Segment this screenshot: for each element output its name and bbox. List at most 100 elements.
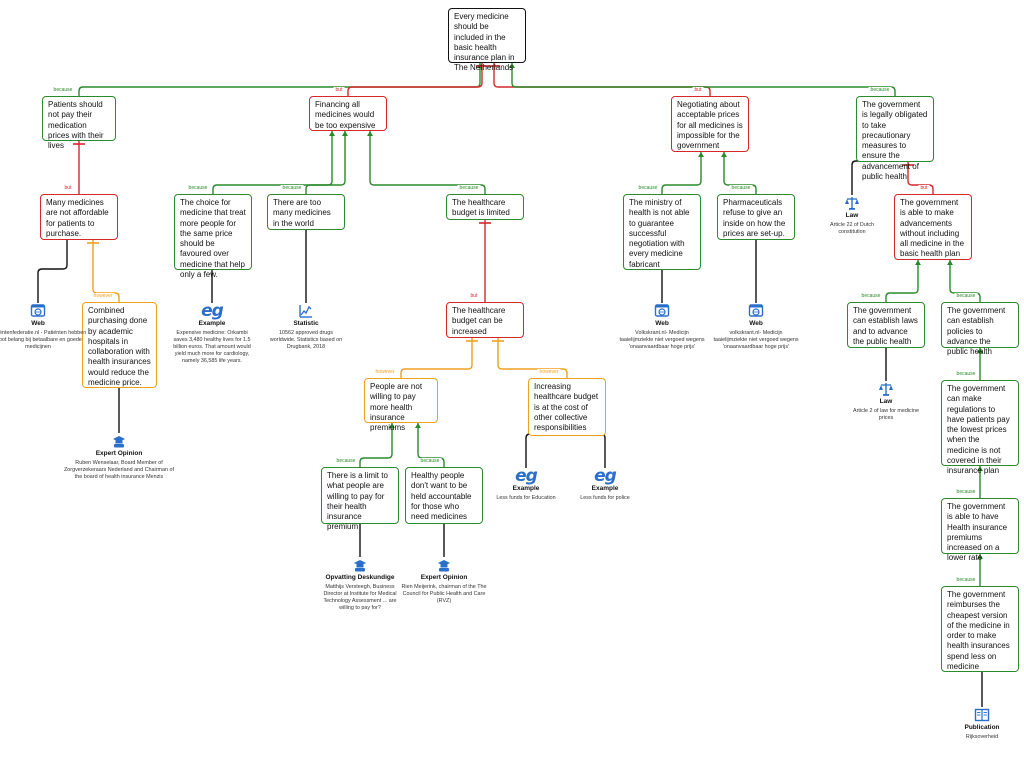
node-n-cost-other[interactable]: Increasing healthcare budget is at the c… <box>528 378 606 436</box>
node-root[interactable]: Every medicine should be included in the… <box>448 8 526 72</box>
node-n-choice[interactable]: The choice for medicine that treat more … <box>174 194 252 279</box>
label-but: but <box>333 87 345 93</box>
statistic-icon <box>299 305 312 318</box>
node-n-not-affordable[interactable]: Many medicines are not affordable for pa… <box>40 194 118 240</box>
connector-line <box>511 63 896 96</box>
source-type: Web <box>31 320 45 327</box>
node-n-combined[interactable]: Combined purchasing done by academic hos… <box>82 302 157 388</box>
label-however: however <box>373 369 397 375</box>
source-desc: Less funds for Education <box>496 495 556 501</box>
arrowhead <box>329 131 335 136</box>
connector-line <box>497 338 568 378</box>
source-desc: Ruben Wenselaar, Board Member of Zorgver… <box>64 460 174 480</box>
connector-line <box>78 63 481 96</box>
source-desc: Patiëntenfederatie.nl - Patiënten hebben… <box>0 330 87 350</box>
source-desc: Expensive medicine: Orkambi saves 3,480 … <box>173 330 251 364</box>
label-because: because <box>954 293 978 299</box>
source-desc: Article 2 of law for medicine prices <box>853 408 919 421</box>
node-n-too-many[interactable]: There are too many medicines in the worl… <box>267 194 345 230</box>
label-however: however <box>91 293 115 299</box>
source-example[interactable]: eg Example Expensive medicine: Orkambi s… <box>169 303 255 365</box>
source-example[interactable]: eg Example Less funds for Education <box>491 468 561 502</box>
node-n-policies[interactable]: The government can establish policies to… <box>941 302 1019 356</box>
source-example[interactable]: eg Example Less funds for police <box>570 468 640 502</box>
node-n-laws[interactable]: The government can establish laws and to… <box>847 302 925 348</box>
law-icon <box>879 383 893 396</box>
arrowhead <box>509 63 515 68</box>
source-web[interactable]: Web volkskrant.nl- Medicijn taaielijmzie… <box>713 303 799 351</box>
source-opvatting-deskundige[interactable]: Opvatting Deskundige Matthijs Versteegh,… <box>320 557 400 612</box>
arrowhead <box>947 260 953 265</box>
label-however: however <box>537 369 561 375</box>
label-because: because <box>51 87 75 93</box>
web-icon <box>748 304 764 317</box>
node-n-ministry[interactable]: The ministry of health is not able to gu… <box>623 194 701 270</box>
source-type: Law <box>879 398 893 405</box>
source-publication[interactable]: Publication Rijksoverheid <box>947 707 1017 741</box>
label-but: but <box>62 185 74 191</box>
arrowhead <box>977 554 983 559</box>
arrowhead <box>977 348 983 353</box>
source-type: Example <box>512 485 540 492</box>
source-desc: volkskrant.nl- Medicijn taaielijmziekte … <box>713 330 799 350</box>
node-n-healthy[interactable]: Healthy people don't want to be held acc… <box>405 467 483 524</box>
eg-icon: eg <box>594 466 617 486</box>
node-n-pharma[interactable]: Pharmaceuticals refuse to give an inside… <box>717 194 795 240</box>
source-type: Statistic <box>293 320 319 327</box>
node-n-reimburse[interactable]: The government reimburses the cheapest v… <box>941 586 1019 672</box>
eg-icon: eg <box>515 466 538 486</box>
expert-icon <box>113 436 125 448</box>
connector-line <box>493 63 711 96</box>
source-desc: Matthijs Versteegh, Business Director at… <box>323 584 397 611</box>
source-type: Publication <box>964 724 1000 731</box>
node-n-gov-legal[interactable]: The government is legally obligated to t… <box>856 96 934 181</box>
source-law[interactable]: Law Article 2 of law for medicine prices <box>851 381 921 422</box>
connector-line <box>305 131 346 194</box>
connector-line <box>369 131 486 194</box>
expert-icon <box>354 560 366 572</box>
node-n-limit[interactable]: There is a limit to what people are will… <box>321 467 399 531</box>
node-n-negotiating[interactable]: Negotiating about acceptable prices for … <box>671 96 749 152</box>
arrowhead <box>389 423 395 428</box>
source-type: Expert Opinion <box>420 574 468 581</box>
source-expert-opinion[interactable]: Expert Opinion Rien Meijerink, chairman … <box>401 557 487 605</box>
source-statistic[interactable]: Statistic 10562 approved drugs worldwide… <box>268 303 344 351</box>
node-n-budget-increased[interactable]: The healthcare budget can be increased <box>446 302 524 338</box>
source-type: Web <box>655 320 669 327</box>
node-n-financing[interactable]: Financing all medicines would be too exp… <box>309 96 387 131</box>
source-desc: Less funds for police <box>580 495 630 501</box>
connector-line <box>885 260 919 302</box>
source-law[interactable]: Law Article 22 of Dutch constitution <box>817 195 887 236</box>
source-type: Web <box>749 320 763 327</box>
source-desc: Article 22 of Dutch constitution <box>829 222 875 235</box>
source-expert-opinion[interactable]: Expert Opinion Ruben Wenselaar, Board Me… <box>64 433 174 481</box>
label-because: because <box>868 87 892 93</box>
arrowhead <box>977 466 983 471</box>
source-desc: Volkskrant.nl- Medicijn taaielijmziekte … <box>619 330 705 350</box>
node-n-gov-advance[interactable]: The government is able to make advanceme… <box>894 194 972 260</box>
source-type: Law <box>845 212 859 219</box>
label-but: but <box>918 185 930 191</box>
node-n-not-willing[interactable]: People are not willing to pay more healt… <box>364 378 438 432</box>
label-because: because <box>729 185 753 191</box>
publication-icon <box>974 708 990 722</box>
source-web[interactable]: Web Patiëntenfederatie.nl - Patiënten he… <box>0 303 93 351</box>
source-type: Example <box>198 320 226 327</box>
label-but: but <box>692 87 704 93</box>
source-type: Opvatting Deskundige <box>325 574 395 581</box>
node-n-prices[interactable]: Patients should not pay their medication… <box>42 96 116 150</box>
connector-line <box>400 338 473 378</box>
source-web[interactable]: Web Volkskrant.nl- Medicijn taaielijmzie… <box>619 303 705 351</box>
node-n-regulations[interactable]: The government can make regulations to h… <box>941 380 1019 475</box>
node-n-budget-limited[interactable]: The healthcare budget is limited <box>446 194 524 220</box>
label-because: because <box>280 185 304 191</box>
source-connector-line <box>37 240 68 303</box>
label-because: because <box>334 458 358 464</box>
arrowhead <box>915 260 921 265</box>
arrowhead <box>721 152 727 157</box>
label-but: but <box>468 293 480 299</box>
node-n-premiums-lower[interactable]: The government is able to have Health in… <box>941 498 1019 562</box>
connector-line <box>212 131 333 194</box>
arrowhead <box>415 423 421 428</box>
label-because: because <box>954 577 978 583</box>
